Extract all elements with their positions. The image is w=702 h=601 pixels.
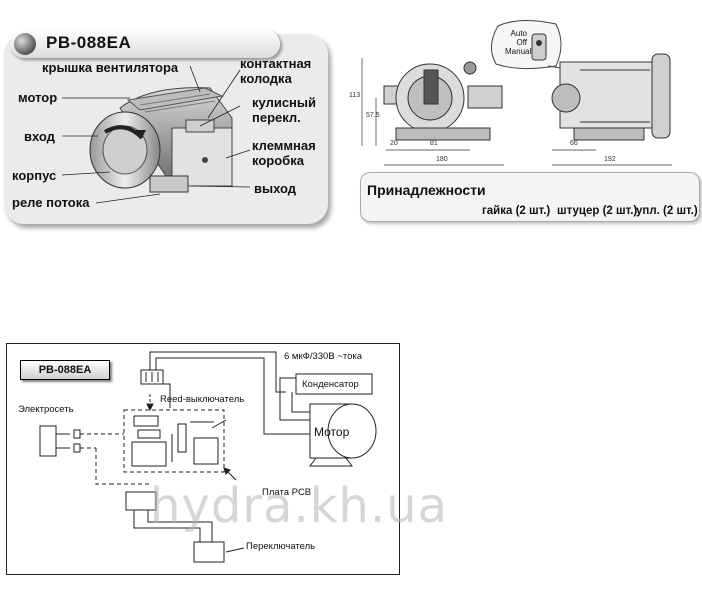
dim-total-length: 192 [604, 156, 616, 163]
dim-height: 113 [349, 92, 361, 99]
rocker-switch-part [193, 541, 225, 563]
accessories-title: Принадлежности [367, 182, 486, 198]
reed-switch-label: Reed-выключатель [160, 394, 245, 405]
accessory-nut-label: гайка (2 шт.) [482, 205, 551, 217]
dim-base-width: 81 [430, 140, 438, 147]
dim-base-offset: 20 [390, 140, 398, 147]
dim-axis-height: 57.5 [366, 112, 380, 119]
capacitor-box [295, 373, 373, 395]
mains-plug-icon [39, 425, 124, 485]
label-motor: мотор [18, 90, 58, 105]
accessory-fitting-label: штуцер (2 шт.) [557, 205, 638, 217]
label-fan-cover: крышка вентилятора [42, 60, 179, 75]
switch-position-labels: Auto Off Manual [505, 29, 532, 56]
label-terminal-box: клеммная коробка [252, 138, 316, 168]
accessories-panel [360, 172, 700, 222]
capacitor-spec-label: 6 мкФ/330В ~тока [284, 351, 363, 362]
accessory-seal-label: упл. (2 шт.) [636, 205, 698, 217]
switch-auto-label: Auto [510, 29, 527, 38]
label-flow-relay: реле потока [12, 195, 90, 210]
label-contact-block: контактная колодка [240, 56, 312, 86]
model-title: PB-088EA [46, 33, 132, 52]
model-title-pill [10, 30, 280, 58]
motor-label: Мотор [314, 425, 350, 439]
pcb-board [123, 409, 225, 473]
switch-manual-label: Manual [505, 47, 532, 56]
label-rocker-switch: кулисный перекл. [252, 95, 316, 125]
rocker-switch-icon [531, 33, 547, 61]
dim-side-offset: 66 [570, 140, 578, 147]
side-view-drawing [551, 53, 671, 141]
front-view-drawing [383, 61, 503, 141]
switch-label: Переключатель [246, 541, 316, 552]
pcb-label: Плата PCB [262, 487, 312, 498]
switch-off-label: Off [516, 38, 527, 47]
capacitor-label: Конденсатор [302, 379, 359, 390]
label-inlet: вход [24, 129, 55, 144]
wiring-title: PB-088EA [20, 360, 110, 380]
switch-connector [125, 491, 157, 511]
title-bullet-icon [14, 33, 36, 55]
watermark-text: hydra.kh.ua [150, 478, 449, 534]
label-housing: корпус [12, 168, 57, 183]
mains-label: Электросеть [18, 404, 74, 415]
label-outlet: выход [254, 181, 297, 196]
dim-total-width: 180 [436, 156, 448, 163]
